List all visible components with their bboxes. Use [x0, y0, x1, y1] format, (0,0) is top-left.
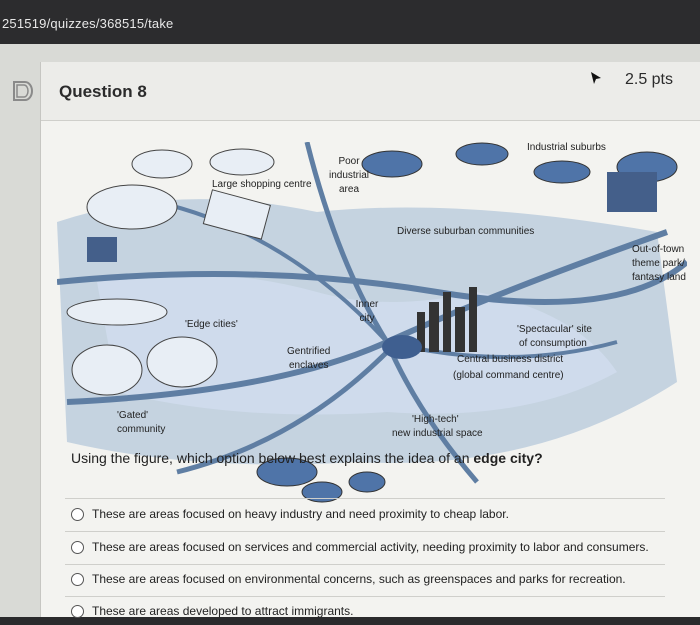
prompt-text: Using the figure, which option below bes… [71, 450, 474, 466]
question-header: Question 8 2.5 pts [13, 62, 700, 121]
label-cbd-2: (global command centre) [453, 370, 564, 381]
label-out-of-town-3: fantasy land [632, 272, 686, 283]
label-industrial-suburbs: Industrial suburbs [527, 142, 606, 153]
label-hightech-1: 'High-tech' [412, 414, 459, 425]
label-edge-cities: 'Edge cities' [185, 319, 238, 330]
label-gentrified-2: enclaves [289, 360, 328, 371]
answer-option-text: These are areas focused on heavy industr… [92, 507, 509, 521]
urban-model-figure: Large shopping centre Poor industrial ar… [57, 142, 687, 503]
answer-option-3[interactable]: These are areas focused on environmental… [71, 565, 681, 593]
answer-option-1[interactable]: These are areas focused on heavy industr… [71, 500, 681, 528]
label-poor-industrial-2: industrial [329, 170, 369, 181]
question-card: Question 8 2.5 pts [13, 62, 700, 618]
label-gentrified-1: Gentrified [287, 346, 330, 357]
question-title: Question 8 [59, 82, 147, 101]
browser-top-bar: 251519/quizzes/368515/take [0, 0, 700, 44]
label-hightech-2: new industrial space [392, 428, 483, 439]
flag-question-icon[interactable] [11, 80, 33, 102]
answer-option-4[interactable]: These are areas developed to attract imm… [71, 597, 681, 625]
label-gated-2: community [117, 424, 165, 435]
label-poor-industrial-1: Poor [338, 156, 360, 167]
radio-button[interactable] [71, 540, 84, 554]
question-points: 2.5 pts [624, 71, 673, 88]
label-diverse-suburban: Diverse suburban communities [397, 226, 534, 237]
divider [65, 564, 665, 565]
radio-button[interactable] [71, 604, 84, 618]
label-inner-city-2: city [360, 313, 375, 324]
label-spectacular-2: of consumption [519, 338, 587, 349]
answer-option-2[interactable]: These are areas focused on services and … [71, 533, 681, 561]
prompt-bold-term: edge city? [473, 450, 543, 466]
divider [65, 498, 665, 499]
answer-option-text: These are areas focused on services and … [92, 540, 649, 554]
url-text[interactable]: 251519/quizzes/368515/take [2, 16, 174, 31]
label-out-of-town-1: Out-of-town [632, 244, 684, 255]
radio-button[interactable] [71, 507, 84, 521]
answer-option-text: These are areas focused on environmental… [92, 572, 626, 586]
label-out-of-town-2: theme park/ [632, 258, 685, 269]
mouse-cursor-icon [591, 72, 601, 84]
label-gated-1: 'Gated' [117, 410, 148, 421]
divider [65, 531, 665, 532]
question-prompt: Using the figure, which option below bes… [71, 450, 543, 466]
label-inner-city-1: Inner [356, 299, 379, 310]
answer-option-text: These are areas developed to attract imm… [92, 604, 354, 618]
label-spectacular-1: 'Spectacular' site [517, 324, 592, 335]
label-large-shopping-centre: Large shopping centre [212, 179, 312, 190]
label-poor-industrial-3: area [339, 184, 359, 195]
divider [65, 596, 665, 597]
label-cbd-1: Central business district [457, 354, 563, 365]
radio-button[interactable] [71, 572, 84, 586]
